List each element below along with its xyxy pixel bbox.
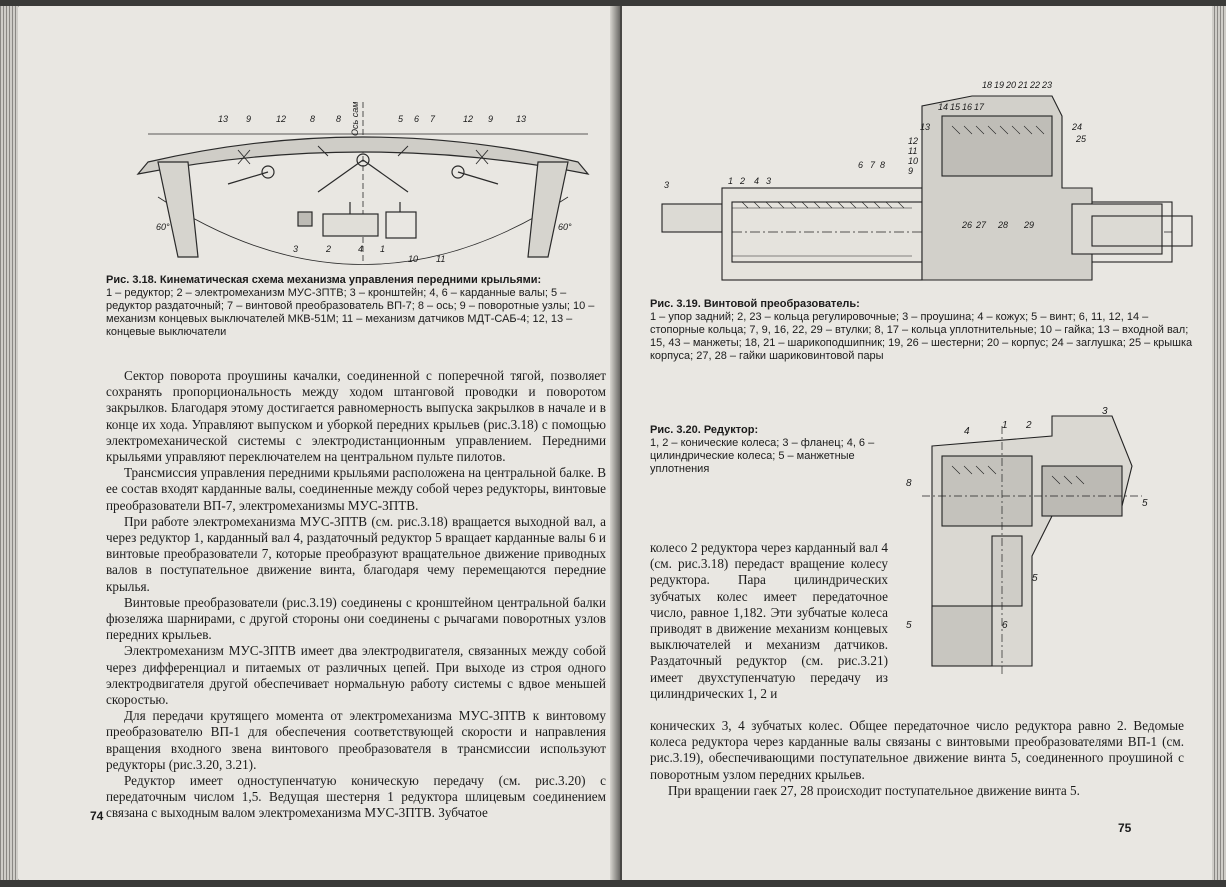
callout-21: 21: [1017, 80, 1028, 90]
callout-22: 22: [1029, 80, 1040, 90]
paragraph: При работе электромеханизма МУС-3ПТВ (см…: [106, 513, 606, 594]
caption-3-18-text: 1 – редуктор; 2 – электромеханизм МУС-3П…: [106, 287, 595, 338]
caption-3-20: Рис. 3.20. Редуктор: 1, 2 – конические к…: [650, 424, 880, 476]
callout-14: 14: [938, 102, 948, 112]
callout-12: 12: [908, 136, 918, 146]
callout-3: 3: [293, 244, 298, 254]
paragraph: Трансмиссия управления передними крыльям…: [106, 465, 606, 513]
callout-1: 1: [1002, 420, 1008, 431]
callout-5-right: 5: [1142, 498, 1148, 509]
caption-3-20-title: Рис. 3.20. Редуктор:: [650, 424, 759, 436]
axis-label: Ось самолета: [350, 102, 360, 136]
callout-4: 4: [964, 426, 970, 437]
callout-3: 3: [1102, 406, 1108, 417]
paragraph: При вращении гаек 27, 28 происходит пост…: [668, 782, 1080, 798]
callout-13: 13: [920, 122, 930, 132]
callout-2: 2: [739, 176, 745, 186]
figure-3-19: 18 19 20 21 22 23 14 15 16 17 13 12 11 1…: [652, 76, 1212, 296]
callout-10: 10: [908, 156, 918, 166]
callout-2: 2: [1025, 420, 1032, 431]
callout-13-right: 13: [516, 114, 526, 124]
callout-3-top: 3: [766, 176, 771, 186]
page-number-left: 74: [90, 809, 104, 823]
kinematic-diagram: 13 9 12 8 8 5 6 7 12 9 13 Ось самолета 3…: [136, 74, 590, 265]
paragraph: Электромеханизм МУС-3ПТВ имеет два элект…: [106, 643, 606, 708]
callout-6: 6: [1002, 620, 1008, 631]
figure-320-callouts: 4 1 2 3 5 5 6 5 8: [906, 406, 1148, 631]
figure-3-20: 4 1 2 3 5 5 6 5 8: [902, 406, 1170, 686]
callout-24: 24: [1071, 122, 1082, 132]
paragraph: Редуктор имеет одноступенчатую коническу…: [106, 773, 606, 821]
callout-2: 2: [325, 244, 331, 254]
left-page: 13 9 12 8 8 5 6 7 12 9 13 Ось самолета 3…: [18, 6, 618, 880]
page-number-right: 75: [1118, 821, 1132, 835]
right-page-edges: [1212, 6, 1226, 880]
callout-8: 8: [880, 160, 885, 170]
callout-1: 1: [728, 176, 733, 186]
callout-6: 6: [414, 114, 419, 124]
callout-19: 19: [994, 80, 1004, 90]
caption-3-19-title: Рис. 3.19. Винтовой преобразователь:: [650, 298, 860, 310]
screw-converter-drawing: 18 19 20 21 22 23 14 15 16 17 13 12 11 1…: [661, 80, 1193, 281]
callout-4: 4: [754, 176, 759, 186]
caption-3-18: Рис. 3.18. Кинематическая схема механизм…: [106, 274, 606, 339]
angle-left: 60°: [156, 222, 170, 232]
callout-18: 18: [982, 80, 992, 90]
callout-8: 8: [906, 478, 912, 489]
callout-8-mid: 8: [336, 114, 341, 124]
caption-3-19: Рис. 3.19. Винтовой преобразователь: 1 –…: [650, 298, 1202, 363]
callout-1: 1: [380, 244, 385, 254]
paragraph: колесо 2 редуктора через карданный вал 4…: [650, 540, 888, 701]
right-wide-text: конических 3, 4 зубчатых колес. Общее пе…: [650, 718, 1184, 799]
caption-3-19-text: 1 – упор задний; 2, 23 – кольца регулиро…: [650, 311, 1193, 362]
callout-26: 26: [961, 220, 972, 230]
angle-right: 60°: [558, 222, 572, 232]
callout-5-left: 5: [906, 620, 912, 631]
figure-319-callouts: 18 19 20 21 22 23 14 15 16 17 13 12 11 1…: [664, 80, 1087, 230]
callout-6: 6: [858, 160, 863, 170]
right-narrow-text: колесо 2 редуктора через карданный вал 4…: [650, 540, 888, 702]
callout-8-left: 8: [310, 114, 315, 124]
callout-4: 4: [358, 244, 363, 254]
paragraph: конических 3, 4 зубчатых колес. Общее пе…: [650, 718, 1184, 782]
callout-11: 11: [908, 146, 917, 156]
caption-3-20-text: 1, 2 – конические колеса; 3 – фланец; 4,…: [650, 437, 875, 475]
callout-3-left: 3: [664, 180, 669, 190]
callout-12-right: 12: [463, 114, 473, 124]
callout-16: 16: [962, 102, 972, 112]
callout-9: 9: [908, 166, 913, 176]
callout-15: 15: [950, 102, 961, 112]
callout-23: 23: [1041, 80, 1052, 90]
reducer-drawing: 4 1 2 3 5 5 6 5 8: [906, 406, 1148, 676]
callout-7: 7: [430, 114, 436, 124]
left-body-text: Сектор поворота проушины качалки, соедин…: [106, 368, 606, 822]
callout-10: 10: [408, 254, 418, 264]
caption-3-18-title: Рис. 3.18. Кинематическая схема механизм…: [106, 274, 542, 286]
callout-27: 27: [975, 220, 987, 230]
paragraph: Сектор поворота проушины качалки, соедин…: [106, 368, 606, 465]
callout-5: 5: [398, 114, 404, 124]
callout-9-right: 9: [488, 114, 493, 124]
figure-3-18: 13 9 12 8 8 5 6 7 12 9 13 Ось самолета 3…: [118, 74, 608, 270]
right-page: 18 19 20 21 22 23 14 15 16 17 13 12 11 1…: [622, 6, 1220, 880]
figure-318-callouts: 13 9 12 8 8 5 6 7 12 9 13 Ось самолета 3…: [156, 74, 572, 264]
callout-13-left: 13: [218, 114, 228, 124]
callout-20: 20: [1005, 80, 1016, 90]
callout-12-left: 12: [276, 114, 286, 124]
callout-29: 29: [1023, 220, 1034, 230]
callout-11: 11: [436, 254, 445, 264]
paragraph: Винтовые преобразователи (рис.3.19) соед…: [106, 594, 606, 643]
callout-28: 28: [997, 220, 1008, 230]
callout-25: 25: [1075, 134, 1087, 144]
paragraph: Для передачи крутящего момента от электр…: [106, 708, 606, 772]
callout-17: 17: [974, 102, 985, 112]
callout-9-left: 9: [246, 114, 251, 124]
callout-7: 7: [870, 160, 876, 170]
callout-5-mid: 5: [1032, 573, 1038, 584]
